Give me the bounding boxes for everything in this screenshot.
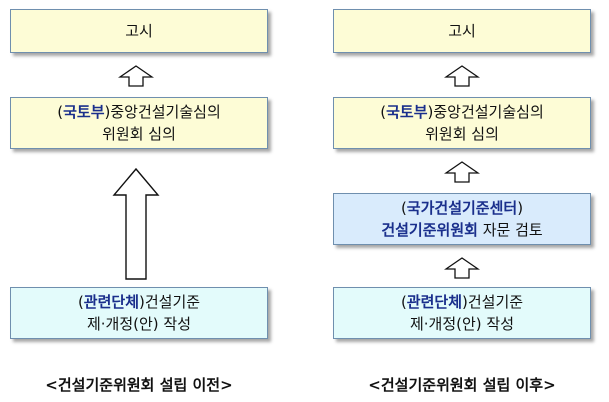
right-review-line1-text: 중앙건설기술심의 — [433, 103, 544, 121]
left-caption: <건설기준위원회 설립 이전> — [45, 376, 233, 394]
left-draft-line2: 제·개정(안) 작성 — [86, 315, 192, 333]
left-review-line1: (국토부)중앙건설기술심의 — [57, 103, 221, 121]
left-draft-line1-text: 건설기준 — [144, 293, 201, 311]
left-draft-org: 관련단체 — [83, 293, 139, 311]
left-notice-box: 고시 — [10, 9, 268, 53]
right-notice-label: 고시 — [448, 22, 476, 40]
right-review-box: (국토부)중앙건설기술심의 위원회 심의 — [333, 97, 591, 149]
right-review-line2: 위원회 심의 — [425, 125, 499, 143]
right-advisory-center: 국가건설기준센터 — [406, 199, 518, 217]
right-up-arrow-2 — [444, 161, 480, 183]
right-draft-line2: 제·개정(안) 작성 — [409, 315, 515, 333]
right-review-line1: (국토부)중앙건설기술심의 — [380, 103, 544, 121]
right-draft-box: (관련단체)건설기준 제·개정(안) 작성 — [333, 287, 591, 339]
right-advisory-line2-text: 자문 검토 — [482, 221, 543, 239]
right-notice-box: 고시 — [333, 9, 591, 53]
right-advisory-line1: (국가건설기준센터) — [400, 199, 524, 217]
left-draft-line1: (관련단체)건설기준 — [77, 293, 201, 311]
left-up-arrow-small-1 — [118, 65, 154, 87]
left-review-line2: 위원회 심의 — [102, 125, 176, 143]
right-review-org: 국토부 — [386, 103, 428, 121]
right-advisory-line2: 건설기준위원회 자문 검토 — [381, 219, 542, 241]
left-up-arrow-large — [112, 167, 160, 280]
right-up-arrow-1 — [444, 65, 480, 87]
left-notice-label: 고시 — [125, 22, 153, 40]
left-review-org: 국토부 — [63, 103, 105, 121]
right-draft-line1-text: 건설기준 — [467, 293, 524, 311]
right-advisory-committee: 건설기준위원회 — [381, 221, 478, 239]
right-caption: <건설기준위원회 설립 이후> — [368, 376, 556, 394]
right-up-arrow-3 — [444, 257, 480, 279]
left-draft-box: (관련단체)건설기준 제·개정(안) 작성 — [10, 287, 268, 339]
left-review-line1-text: 중앙건설기술심의 — [110, 103, 221, 121]
left-review-box: (국토부)중앙건설기술심의 위원회 심의 — [10, 97, 268, 149]
right-advisory-box: (국가건설기준센터) 건설기준위원회 자문 검토 — [333, 193, 591, 245]
right-draft-line1: (관련단체)건설기준 — [400, 293, 524, 311]
right-draft-org: 관련단체 — [406, 293, 462, 311]
